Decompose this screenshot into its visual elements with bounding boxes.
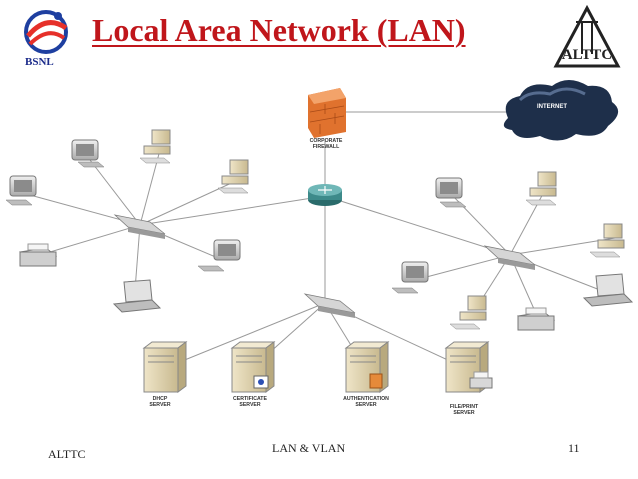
laptop <box>582 273 634 307</box>
certificate-label-1: CERTIFICATE <box>233 396 267 402</box>
firewall-label-2: FIREWALL <box>313 144 340 150</box>
dhcp-label-1: DHCP <box>153 396 168 402</box>
authentication-server: AUTHENTICATION SERVER <box>343 341 390 408</box>
certificate-label-2: SERVER <box>239 402 260 408</box>
file-print-server: FILE/PRINT SERVER <box>444 341 493 416</box>
workstation <box>197 239 241 272</box>
workstation <box>435 177 467 208</box>
left-cluster <box>5 129 249 313</box>
workstation <box>5 175 37 206</box>
workstation <box>525 171 557 206</box>
file-print-label-1: FILE/PRINT <box>450 404 479 410</box>
slide-title: Local Area Network (LAN) <box>92 12 466 48</box>
authentication-label-1: AUTHENTICATION <box>343 396 389 402</box>
workstation <box>139 129 171 164</box>
alttc-logo-text: ALTTC <box>562 47 612 63</box>
workstation <box>217 159 249 194</box>
bsnl-logo <box>24 10 68 54</box>
router <box>308 184 342 206</box>
links <box>29 111 616 371</box>
corporate-firewall: CORPORATE FIREWALL <box>308 88 346 150</box>
internet-cloud: INTERNET <box>503 80 619 141</box>
lan-diagram: CORPORATE FIREWALL INTERNET <box>5 80 634 416</box>
workstation <box>589 223 625 258</box>
printer <box>516 307 556 331</box>
workstation <box>391 261 429 294</box>
certificate-server: CERTIFICATE SERVER <box>230 341 276 408</box>
switch-right <box>483 245 536 270</box>
bsnl-logo-mark <box>24 10 68 54</box>
footer-left: ALTTC <box>48 447 86 461</box>
right-cluster <box>391 171 634 331</box>
firewall-label-1: CORPORATE <box>310 138 343 144</box>
slide-number: 11 <box>568 441 580 455</box>
switch-left <box>113 214 166 239</box>
dhcp-label-2: SERVER <box>149 402 170 408</box>
authentication-label-2: SERVER <box>355 402 376 408</box>
switch-bottom <box>303 293 356 318</box>
alttc-logo: ALTTC <box>553 4 621 68</box>
workstation <box>449 295 487 330</box>
bsnl-logo-text: BSNL <box>25 56 54 68</box>
footer-center: LAN & VLAN <box>272 441 346 455</box>
workstation <box>71 139 105 168</box>
printer <box>18 243 58 267</box>
file-print-label-2: SERVER <box>453 410 474 416</box>
dhcp-server: DHCP SERVER <box>142 341 188 408</box>
laptop <box>112 279 162 313</box>
internet-label: INTERNET <box>537 104 567 110</box>
